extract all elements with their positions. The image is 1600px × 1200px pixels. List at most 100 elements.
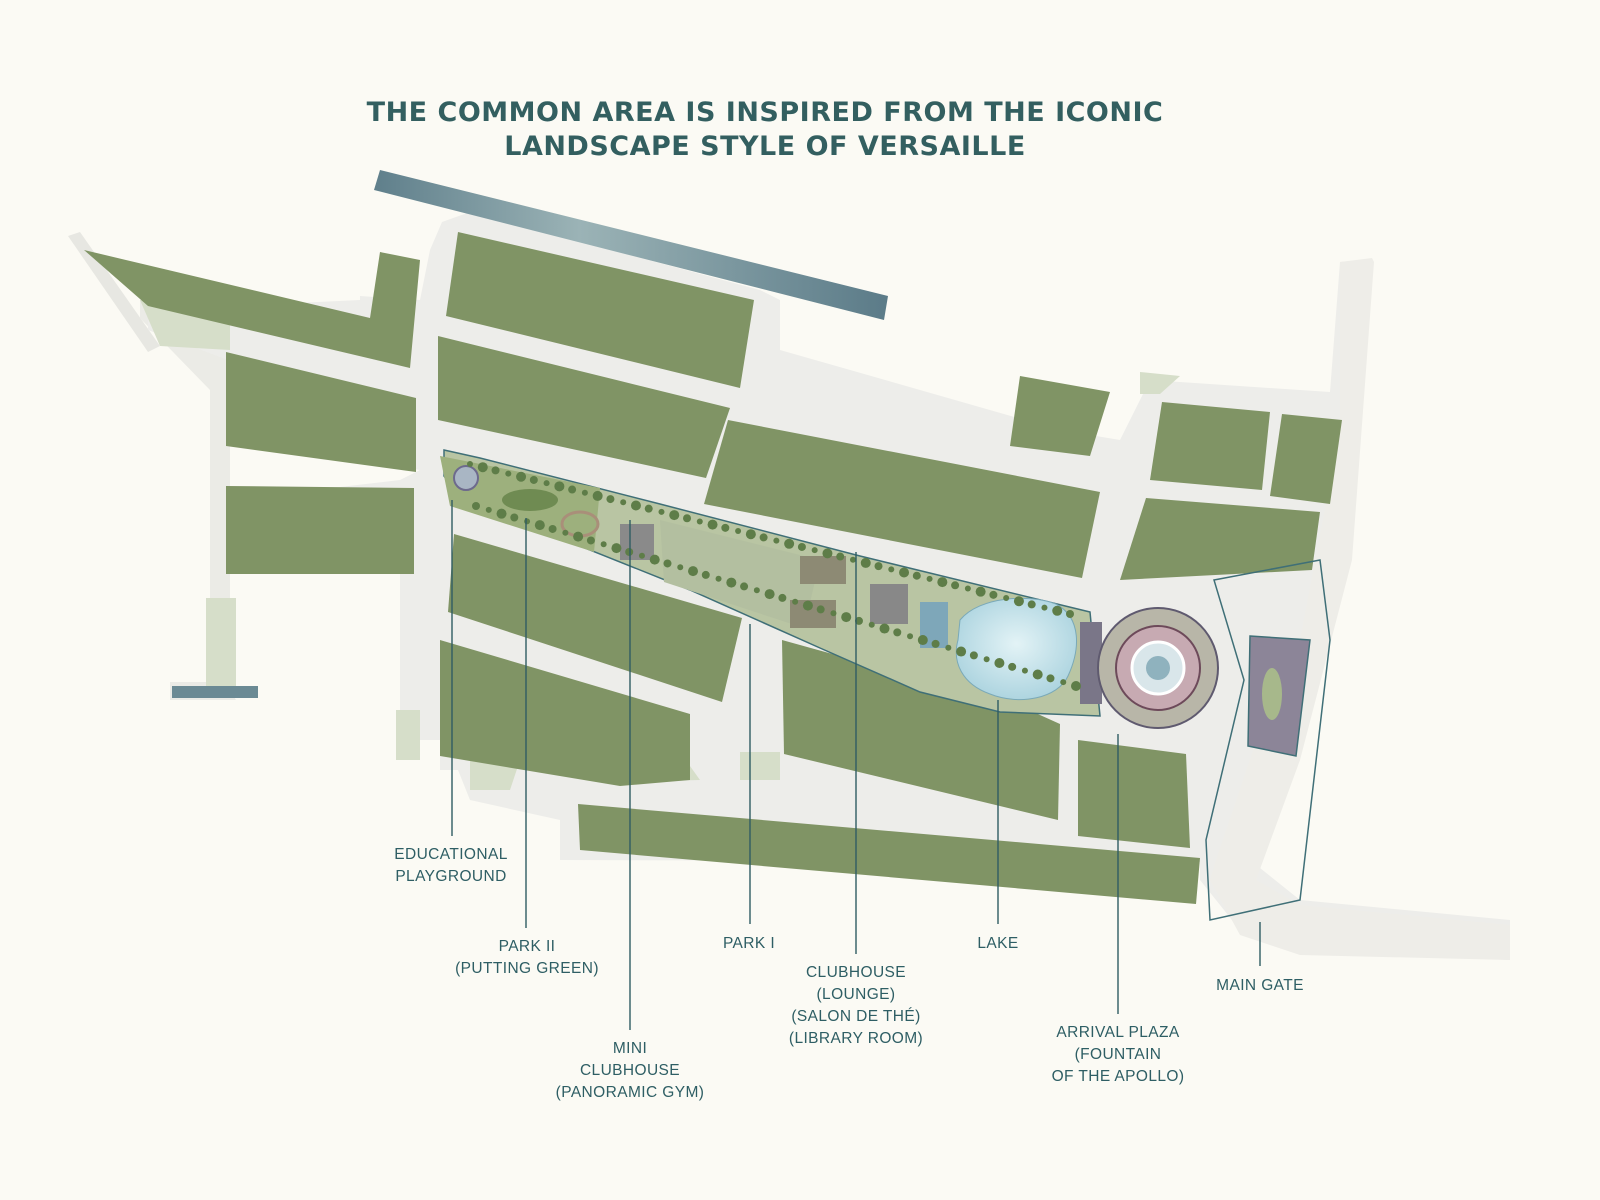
tree xyxy=(945,644,952,651)
tree xyxy=(1071,681,1081,691)
tree xyxy=(753,587,760,594)
tree xyxy=(554,481,565,492)
arrival-plaza xyxy=(1080,607,1219,729)
tree xyxy=(849,556,856,563)
label-lake: LAKE xyxy=(977,935,1019,952)
tree xyxy=(1003,595,1010,602)
tree xyxy=(917,635,928,646)
tree xyxy=(726,577,737,588)
tree xyxy=(773,537,780,544)
tree xyxy=(516,471,527,482)
tree xyxy=(745,529,756,540)
tree xyxy=(956,646,967,657)
tree xyxy=(816,605,825,614)
tree xyxy=(472,502,480,510)
tree xyxy=(1021,667,1028,674)
tree xyxy=(937,577,948,588)
tree xyxy=(983,656,990,663)
tree xyxy=(994,658,1005,669)
tree xyxy=(893,628,902,637)
tree xyxy=(663,559,672,568)
tree xyxy=(491,466,500,475)
tree xyxy=(1027,600,1036,609)
tree xyxy=(644,504,653,513)
tree xyxy=(638,552,645,559)
tree xyxy=(964,585,971,592)
tree xyxy=(611,543,622,554)
tree xyxy=(907,633,914,640)
tree xyxy=(677,564,684,571)
tree xyxy=(854,616,863,625)
tree xyxy=(505,470,512,477)
tree xyxy=(592,490,603,501)
tree xyxy=(669,510,680,521)
tree xyxy=(759,533,768,542)
label-mini-clubhouse: MINI CLUBHOUSE (PANORAMIC GYM) xyxy=(555,1040,705,1101)
tree xyxy=(721,523,730,532)
tree xyxy=(841,612,852,623)
tree xyxy=(606,495,615,504)
title-line-2: LANDSCAPE STYLE OF VERSAILLE xyxy=(504,131,1026,162)
tree xyxy=(1013,596,1024,607)
label-park-i: PARK I xyxy=(722,935,776,952)
tree xyxy=(485,506,492,513)
tree xyxy=(683,514,692,523)
tree xyxy=(529,475,538,484)
tree xyxy=(912,571,921,580)
tree xyxy=(822,548,833,559)
tree xyxy=(573,531,584,542)
tree xyxy=(969,651,978,660)
canal-west xyxy=(172,686,258,698)
page-title: THE COMMON AREA IS INSPIRED FROM THE ICO… xyxy=(0,96,1530,164)
tree xyxy=(989,590,998,599)
tree xyxy=(688,566,699,577)
tree xyxy=(586,536,595,545)
tree xyxy=(701,570,710,579)
tree xyxy=(707,519,718,530)
label-main-gate: MAIN GATE xyxy=(1216,977,1304,994)
tree xyxy=(696,518,703,525)
tree xyxy=(874,562,883,571)
tree xyxy=(926,575,933,582)
tree xyxy=(543,480,550,487)
tree xyxy=(975,586,986,597)
tree xyxy=(879,623,890,634)
tree xyxy=(951,581,960,590)
label-clubhouse: CLUBHOUSE (LOUNGE) (SALON DE THÉ) (LIBRA… xyxy=(788,964,924,1047)
tree xyxy=(802,600,813,611)
title-line-1: THE COMMON AREA IS INSPIRED FROM THE ICO… xyxy=(366,97,1164,128)
main-gate xyxy=(1205,559,1331,921)
tree xyxy=(658,508,665,515)
tree xyxy=(620,499,627,506)
canal-north xyxy=(374,170,888,320)
tree xyxy=(836,552,845,561)
label-educational-playground: EDUCATIONAL PLAYGROUND xyxy=(394,846,508,885)
tree xyxy=(1046,674,1055,683)
residential-plots xyxy=(84,232,1342,904)
tree xyxy=(510,513,519,522)
tree xyxy=(860,557,871,568)
tree xyxy=(534,520,545,531)
tree xyxy=(735,528,742,535)
tree xyxy=(740,582,749,591)
tree xyxy=(764,589,775,600)
label-arrival-plaza: ARRIVAL PLAZA (FOUNTAIN OF THE APOLLO) xyxy=(1051,1024,1185,1085)
tree xyxy=(1060,679,1067,686)
tree xyxy=(931,639,940,648)
tree xyxy=(649,554,660,565)
tree xyxy=(581,489,588,496)
tree xyxy=(1032,669,1043,680)
tree xyxy=(467,461,473,467)
tree xyxy=(888,566,895,573)
tree xyxy=(1041,604,1048,611)
tree xyxy=(784,538,795,549)
tree xyxy=(600,541,607,548)
tree xyxy=(811,547,818,554)
tree xyxy=(524,518,531,525)
tree xyxy=(568,485,577,494)
tree xyxy=(792,598,799,605)
tree xyxy=(630,500,641,511)
tree xyxy=(778,593,787,602)
tree xyxy=(797,542,806,551)
